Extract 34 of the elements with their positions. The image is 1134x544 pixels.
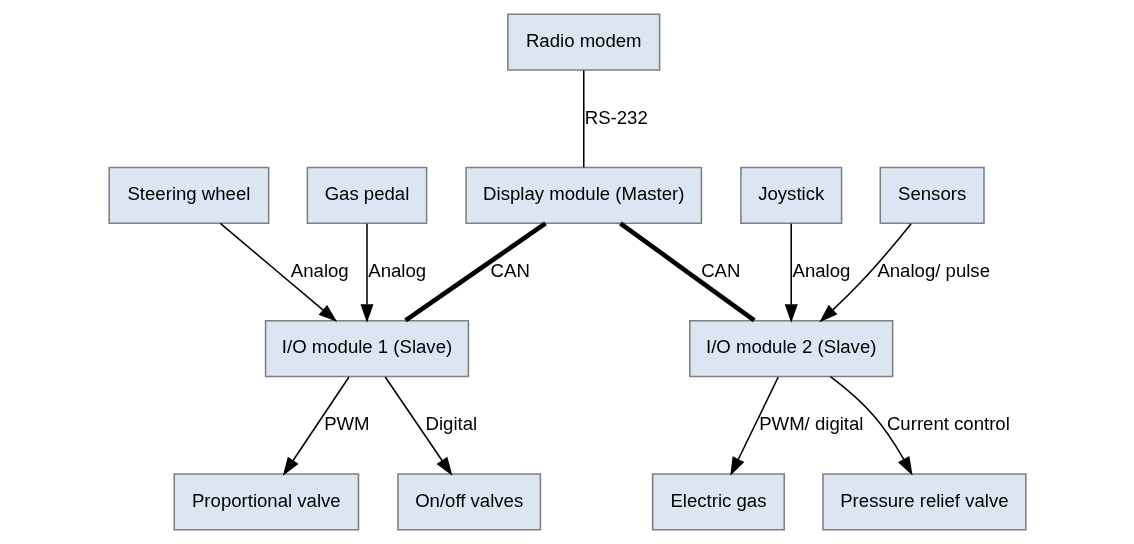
edge-label: Digital — [425, 413, 477, 435]
node-box: Radio modem — [506, 13, 660, 71]
arrow — [219, 222, 337, 322]
edge-label: Analog — [792, 259, 850, 281]
connector — [403, 221, 547, 323]
arrow — [829, 375, 913, 476]
node-box: Proportional valve — [172, 473, 359, 531]
connector — [582, 69, 585, 168]
arrow — [784, 222, 798, 323]
arrow — [818, 222, 912, 323]
edge-label: PWM — [323, 413, 370, 435]
edge-label: Analog/ pulse — [876, 259, 990, 281]
node-box: Joystick — [739, 166, 842, 224]
connector — [618, 221, 756, 323]
edge-label: CAN — [700, 259, 740, 281]
node-box: Steering wheel — [107, 166, 269, 224]
arrow — [729, 376, 779, 476]
node-box: Display module (Master) — [464, 166, 702, 224]
node-box: On/off valves — [396, 473, 541, 531]
arrow — [384, 376, 452, 476]
node-box: Sensors — [879, 166, 985, 224]
node-box: I/O module 1 (Slave) — [264, 320, 469, 378]
edge-label: PWM/ digital — [758, 413, 863, 435]
arrow — [359, 222, 373, 323]
node-box: I/O module 2 (Slave) — [688, 320, 893, 378]
node-box: Electric gas — [651, 473, 785, 531]
node-box: Gas pedal — [306, 166, 427, 224]
edge-label: Analog — [367, 259, 426, 281]
node-box: Pressure relief valve — [821, 473, 1027, 531]
edge-label: Current control — [886, 413, 1010, 435]
edge-label: Analog — [290, 259, 349, 281]
edge-label: CAN — [490, 259, 530, 281]
edge-label: RS-232 — [584, 106, 648, 128]
arrow — [282, 376, 350, 476]
